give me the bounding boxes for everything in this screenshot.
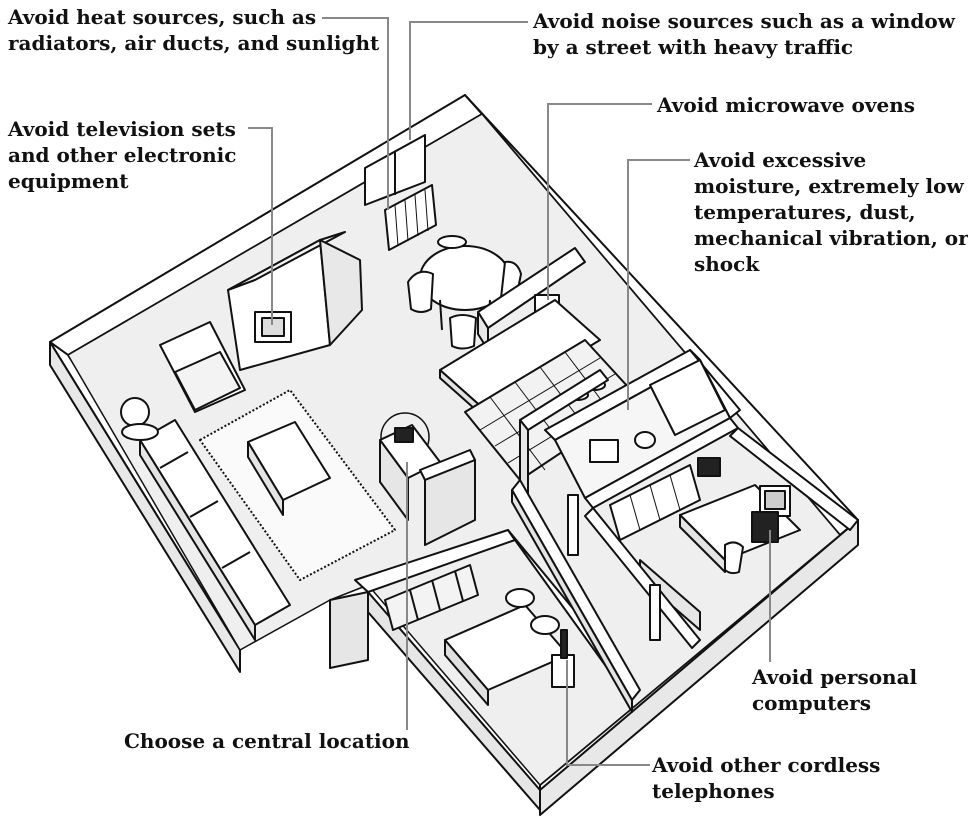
shelf-line <box>669 474 681 511</box>
door <box>567 494 579 556</box>
hall-wall-face <box>511 489 633 713</box>
callout-line: Avoid noise sources such as a window <box>533 9 955 33</box>
personal-computer-tower <box>751 511 779 543</box>
radiator-fin <box>414 194 419 237</box>
laptop-computer <box>697 457 721 477</box>
sofa-side <box>139 439 256 641</box>
table-leg <box>439 299 443 331</box>
monitor-screen <box>764 490 786 510</box>
living-room <box>120 231 396 641</box>
callout-personal-computers: Avoid personal computers <box>752 664 917 716</box>
interior-walls <box>511 427 859 713</box>
closet-line <box>409 589 419 621</box>
tv-cabinet-right <box>319 239 363 346</box>
bathroom <box>544 349 741 509</box>
radiator-fin <box>424 189 429 232</box>
closet-doors <box>384 564 479 631</box>
bed-pillow <box>505 588 535 608</box>
wall-right-face <box>539 519 859 816</box>
bed-pillow <box>530 615 560 635</box>
dining-chair <box>407 270 434 313</box>
toilet <box>634 431 656 449</box>
outer-walls <box>49 94 859 816</box>
dining-chair-back <box>437 235 467 249</box>
callout-line: Avoid other cordless <box>652 753 881 777</box>
callout-noise-sources: Avoid noise sources such as a window by … <box>533 8 955 60</box>
dining-chair <box>449 314 477 350</box>
office-desk-face <box>679 514 726 573</box>
callout-line: shock <box>694 252 760 276</box>
callout-television: Avoid television sets and other electron… <box>8 116 236 194</box>
callout-line: Avoid excessive <box>694 148 867 172</box>
door <box>649 584 661 641</box>
callout-line: by a street with heavy traffic <box>533 35 854 59</box>
callout-line: telephones <box>652 779 775 803</box>
callout-cordless-telephones: Avoid other cordless telephones <box>652 752 880 804</box>
office-wall <box>584 507 701 649</box>
callout-line: moisture, extremely low <box>694 174 964 198</box>
callout-moisture: Avoid excessive moisture, extremely low … <box>694 147 968 277</box>
callout-line: Avoid heat sources, such as <box>8 5 317 29</box>
leader-microwave <box>547 103 652 300</box>
callout-line: mechanical vibration, or <box>694 226 968 250</box>
callout-line: equipment <box>8 169 129 193</box>
sofa-cushion-line <box>221 551 251 569</box>
callout-line: temperatures, dust, <box>694 200 916 224</box>
interior-wall-face <box>424 459 476 546</box>
sofa-cushion-line <box>159 451 189 469</box>
leader-heat <box>322 17 389 210</box>
callout-central-location: Choose a central location <box>124 728 410 754</box>
callout-microwave: Avoid microwave ovens <box>657 92 915 118</box>
base-station-phone <box>394 427 414 443</box>
dining-area <box>407 235 522 350</box>
callout-line: Avoid microwave ovens <box>657 93 915 117</box>
wall-left-face <box>49 341 241 673</box>
sofa-cushion-line <box>189 500 219 518</box>
leader-noise <box>409 21 528 140</box>
heater-window <box>364 134 437 251</box>
leader-moisture <box>627 159 690 410</box>
radiator <box>384 184 437 251</box>
office-right-wall <box>729 427 859 531</box>
tv-cabinet-top <box>227 231 346 291</box>
lamp-table <box>121 423 159 441</box>
closet-line <box>454 570 464 602</box>
bathtub <box>649 359 726 436</box>
bed-side <box>444 639 489 706</box>
shelf-line <box>629 494 641 531</box>
callout-line: Choose a central location <box>124 729 410 753</box>
coffee-table-side <box>247 441 284 516</box>
central-location <box>379 412 476 546</box>
callout-line: and other electronic <box>8 143 237 167</box>
leader-television <box>248 127 273 325</box>
bedroom-outer-wall <box>329 591 369 669</box>
callout-line: Avoid television sets <box>8 117 236 141</box>
closet-line <box>431 579 441 611</box>
cordless-telephone <box>560 629 568 659</box>
callout-heat-sources: Avoid heat sources, such as radiators, a… <box>8 4 379 56</box>
sink <box>589 439 619 463</box>
office-chair <box>724 541 744 575</box>
callout-line: computers <box>752 691 871 715</box>
radiator-fin <box>404 199 409 242</box>
callout-line: Avoid personal <box>752 665 918 689</box>
armchair-seat <box>174 351 241 411</box>
shelf-line <box>649 484 661 521</box>
radiator-fin <box>394 204 399 247</box>
leader-cordless <box>566 660 650 766</box>
callout-line: radiators, air ducts, and sunlight <box>8 31 380 55</box>
